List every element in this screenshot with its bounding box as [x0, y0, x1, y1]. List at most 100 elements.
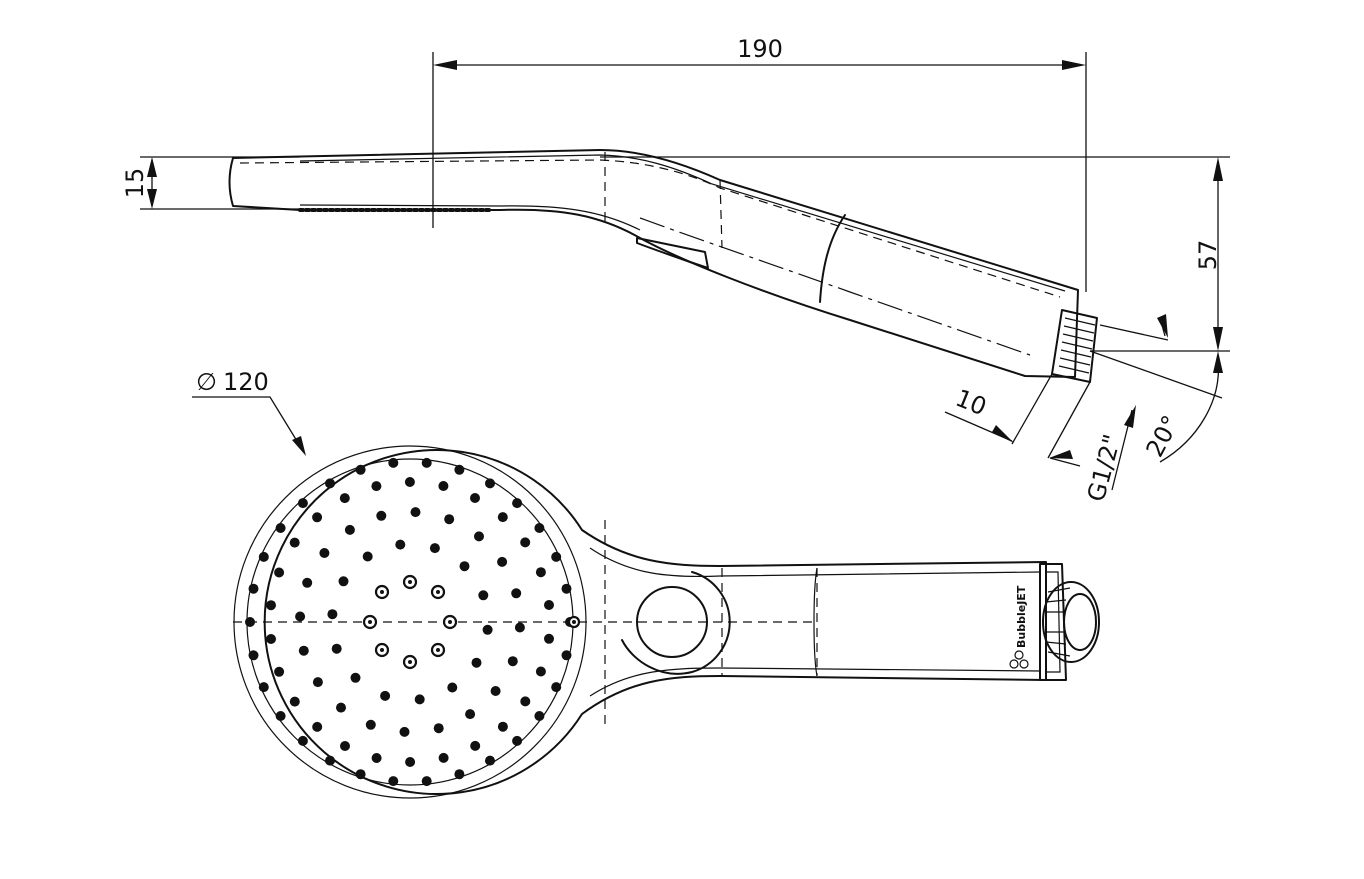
spray-nozzle [465, 709, 476, 720]
spray-nozzle [454, 769, 465, 780]
spray-nozzle [474, 531, 484, 542]
spray-nozzle [344, 524, 355, 535]
spray-nozzle [338, 576, 349, 587]
thread-length-value: 10 [952, 384, 991, 421]
spray-nozzle [444, 514, 455, 525]
spray-nozzle [438, 481, 449, 491]
spray-nozzle [395, 539, 406, 550]
spray-nozzle [459, 561, 470, 572]
handle-collar [813, 567, 818, 677]
spray-nozzle [399, 726, 410, 737]
ring-nozzle-center [380, 648, 384, 652]
spray-nozzle [470, 493, 480, 503]
diameter-dimension: ∅ 120 [192, 368, 306, 456]
thread-length-dimension: 10 [944, 373, 1091, 467]
spray-nozzle [534, 711, 545, 721]
angle-value: 20° [1141, 411, 1186, 462]
spray-nozzle [298, 645, 309, 656]
spray-nozzle [429, 543, 440, 554]
spray-nozzle [514, 622, 525, 633]
spray-nozzle [404, 477, 415, 487]
side-view-centre-line [639, 217, 1031, 356]
spray-nozzle [535, 567, 546, 578]
diameter-symbol: ∅ [196, 368, 217, 396]
side-view-inner-edge [299, 154, 1066, 292]
spray-nozzle [319, 548, 330, 558]
spray-nozzle [325, 755, 335, 766]
selector-button-side [636, 237, 709, 269]
spray-nozzle [512, 498, 523, 509]
side-view-hidden-lines [239, 152, 1061, 298]
front-view: BubbleJET [233, 445, 1100, 799]
spray-nozzle [561, 583, 572, 594]
spray-nozzle [478, 590, 489, 601]
spray-nozzle [535, 666, 546, 677]
spray-nozzle [302, 577, 313, 588]
spray-nozzle [482, 624, 493, 635]
spray-nozzle [520, 537, 531, 548]
spray-nozzle [312, 721, 323, 732]
spray-nozzle [380, 690, 391, 701]
spray-nozzle [421, 776, 432, 787]
height-value: 57 [1194, 240, 1222, 271]
spray-nozzle [355, 464, 366, 475]
spray-nozzle [312, 677, 323, 688]
spray-nozzle [433, 723, 444, 734]
spray-nozzle [266, 600, 276, 611]
spray-nozzle [274, 666, 285, 677]
spray-nozzle [534, 523, 545, 533]
spray-nozzle [421, 457, 432, 468]
spray-nozzle [405, 757, 416, 767]
spray-nozzle [297, 498, 308, 509]
nozzle-field [245, 457, 581, 787]
spray-nozzle [275, 523, 286, 533]
spray-nozzle [327, 609, 338, 620]
spray-nozzle [325, 478, 335, 489]
thickness-dimension: 15 [121, 156, 300, 210]
ring-nozzle-center [572, 620, 576, 624]
spray-nozzle [544, 633, 554, 644]
spray-nozzle [295, 611, 306, 622]
spray-nozzle [275, 711, 286, 721]
spray-nozzle [561, 650, 572, 661]
side-view-collar [819, 214, 846, 303]
height-dimension: 57 [600, 156, 1230, 352]
spray-nozzle [470, 740, 481, 751]
side-view [228, 149, 1098, 383]
spray-nozzle [248, 650, 259, 661]
spray-nozzle [339, 493, 350, 504]
spray-nozzle [512, 735, 523, 746]
spray-nozzle [438, 752, 449, 763]
spray-nozzle [414, 694, 425, 705]
side-view-outline [228, 149, 1079, 378]
length-value: 190 [737, 35, 783, 63]
spray-nozzle [551, 551, 562, 562]
brand-logo-text: BubbleJET [1015, 585, 1028, 648]
spray-nozzle [507, 656, 518, 667]
spray-nozzle [490, 686, 501, 696]
thread-spec: G1/2" [1082, 405, 1136, 505]
spray-nozzle [485, 755, 495, 766]
brand-logo: BubbleJET [1009, 585, 1029, 669]
ring-nozzle-center [408, 660, 412, 664]
side-view-lower-edge [299, 204, 641, 231]
spray-nozzle [355, 769, 366, 780]
selector-button-front [621, 571, 731, 675]
spray-nozzle [497, 556, 508, 567]
spray-nozzle [258, 682, 269, 693]
ring-nozzle-center [436, 648, 440, 652]
thread-spec-value: G1/2" [1082, 431, 1127, 504]
spray-nozzle [520, 696, 531, 707]
spray-nozzle [289, 537, 300, 548]
spray-nozzle [544, 600, 554, 610]
spray-nozzle [297, 735, 308, 746]
spray-nozzle [371, 481, 382, 492]
spray-nozzle [471, 657, 482, 668]
spray-nozzle [388, 776, 399, 787]
spray-nozzle [331, 643, 342, 654]
front-view-outline [263, 449, 1047, 795]
length-dimension: 190 [432, 35, 1087, 292]
spray-nozzle [454, 464, 465, 475]
spray-nozzle [350, 672, 361, 683]
